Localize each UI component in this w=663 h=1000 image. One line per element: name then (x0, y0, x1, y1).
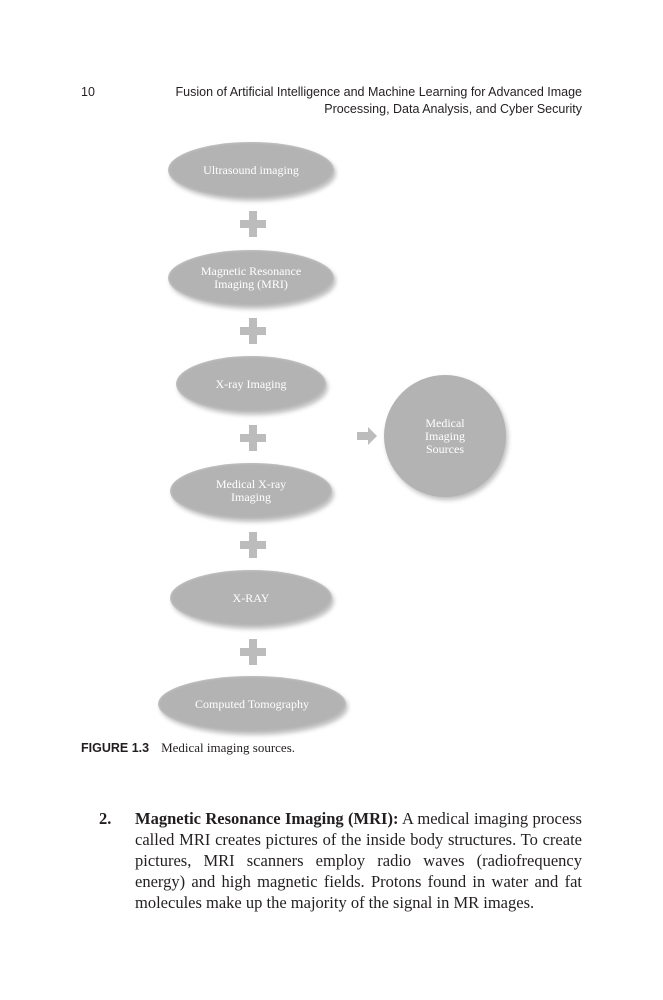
result-label-line-1: Medical (425, 415, 465, 430)
arrow-right-icon (357, 427, 377, 445)
list-item-term: Magnetic Resonance Imaging (MRI): (135, 809, 399, 828)
node-label: X-ray Imaging (215, 376, 287, 391)
running-title: Fusion of Artificial Intelligence and Ma… (176, 84, 583, 118)
running-title-line-1: Fusion of Artificial Intelligence and Ma… (175, 85, 583, 99)
plus-icon (240, 425, 266, 451)
node-label: X-RAY (232, 590, 270, 605)
list-item-body: Magnetic Resonance Imaging (MRI): A medi… (135, 808, 582, 913)
node-label-line-1: Magnetic Resonance (200, 264, 302, 278)
figure-label: FIGURE 1.3 (81, 741, 150, 755)
list-item-number: 2. (99, 809, 112, 828)
node-computed-tomography: Computed Tomography (158, 676, 346, 732)
node-label-line-1: Medical X-ray (215, 477, 287, 491)
figure-caption-text: Medical imaging sources. (161, 740, 296, 755)
node-label: Computed Tomography (195, 696, 309, 711)
result-label-line-2: Imaging (425, 428, 465, 443)
node-medical-x-ray-imaging: Medical X-ray Imaging (170, 463, 332, 519)
running-header: 10 Fusion of Artificial Intelligence and… (0, 84, 663, 120)
running-title-line-2: Processing, Data Analysis, and Cyber Sec… (324, 102, 582, 116)
node-medical-imaging-sources: Medical Imaging Sources (384, 375, 506, 497)
plus-icon (240, 532, 266, 558)
page-number: 10 (81, 85, 95, 99)
node-x-ray-imaging: X-ray Imaging (176, 356, 326, 412)
node-label: Ultrasound imaging (203, 162, 299, 177)
plus-icon (240, 639, 266, 665)
figure-medical-imaging-sources: Ultrasound imaging Magnetic Resonance Im… (158, 142, 506, 732)
node-label-line-2: Imaging (231, 490, 271, 504)
node-ultrasound-imaging: Ultrasound imaging (168, 142, 334, 198)
plus-icon (240, 318, 266, 344)
list-item-text: A medical imaging process called MRI cre… (135, 809, 582, 912)
node-x-ray: X-RAY (170, 570, 332, 626)
list-item-mri: 2. Magnetic Resonance Imaging (MRI): A m… (99, 808, 582, 913)
result-label-line-3: Sources (426, 441, 464, 456)
node-mri: Magnetic Resonance Imaging (MRI) (168, 250, 334, 306)
figure-caption: FIGURE 1.3 Medical imaging sources. (81, 740, 295, 756)
plus-icon (240, 211, 266, 237)
node-label-line-2: Imaging (MRI) (214, 277, 288, 291)
